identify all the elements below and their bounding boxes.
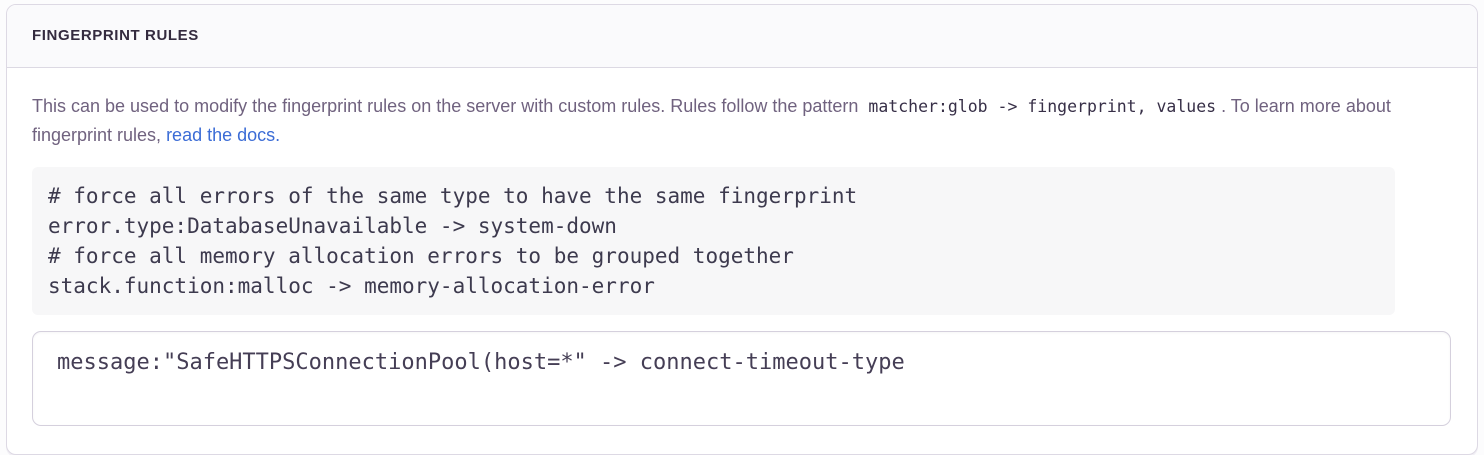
description-text-after-link: .: [275, 125, 281, 145]
panel-description: This can be used to modify the fingerpri…: [32, 92, 1451, 149]
read-the-docs-link[interactable]: read the docs: [166, 125, 276, 145]
fingerprint-rules-textarea[interactable]: message:"SafeHTTPSConnectionPool(host=*"…: [32, 331, 1451, 426]
pattern-inline-code: matcher:glob -> fingerprint, values: [868, 97, 1217, 116]
description-text-before-code: This can be used to modify the fingerpri…: [32, 96, 864, 116]
panel-header: FINGERPRINT RULES: [7, 5, 1477, 68]
fingerprint-rules-panel: FINGERPRINT RULES This can be used to mo…: [6, 4, 1478, 455]
panel-body: This can be used to modify the fingerpri…: [7, 68, 1477, 454]
panel-title: FINGERPRINT RULES: [32, 27, 199, 44]
example-code-block: # force all errors of the same type to h…: [32, 167, 1395, 315]
description-text-after-code: . To learn more about fingerprint rules,: [32, 96, 1391, 145]
